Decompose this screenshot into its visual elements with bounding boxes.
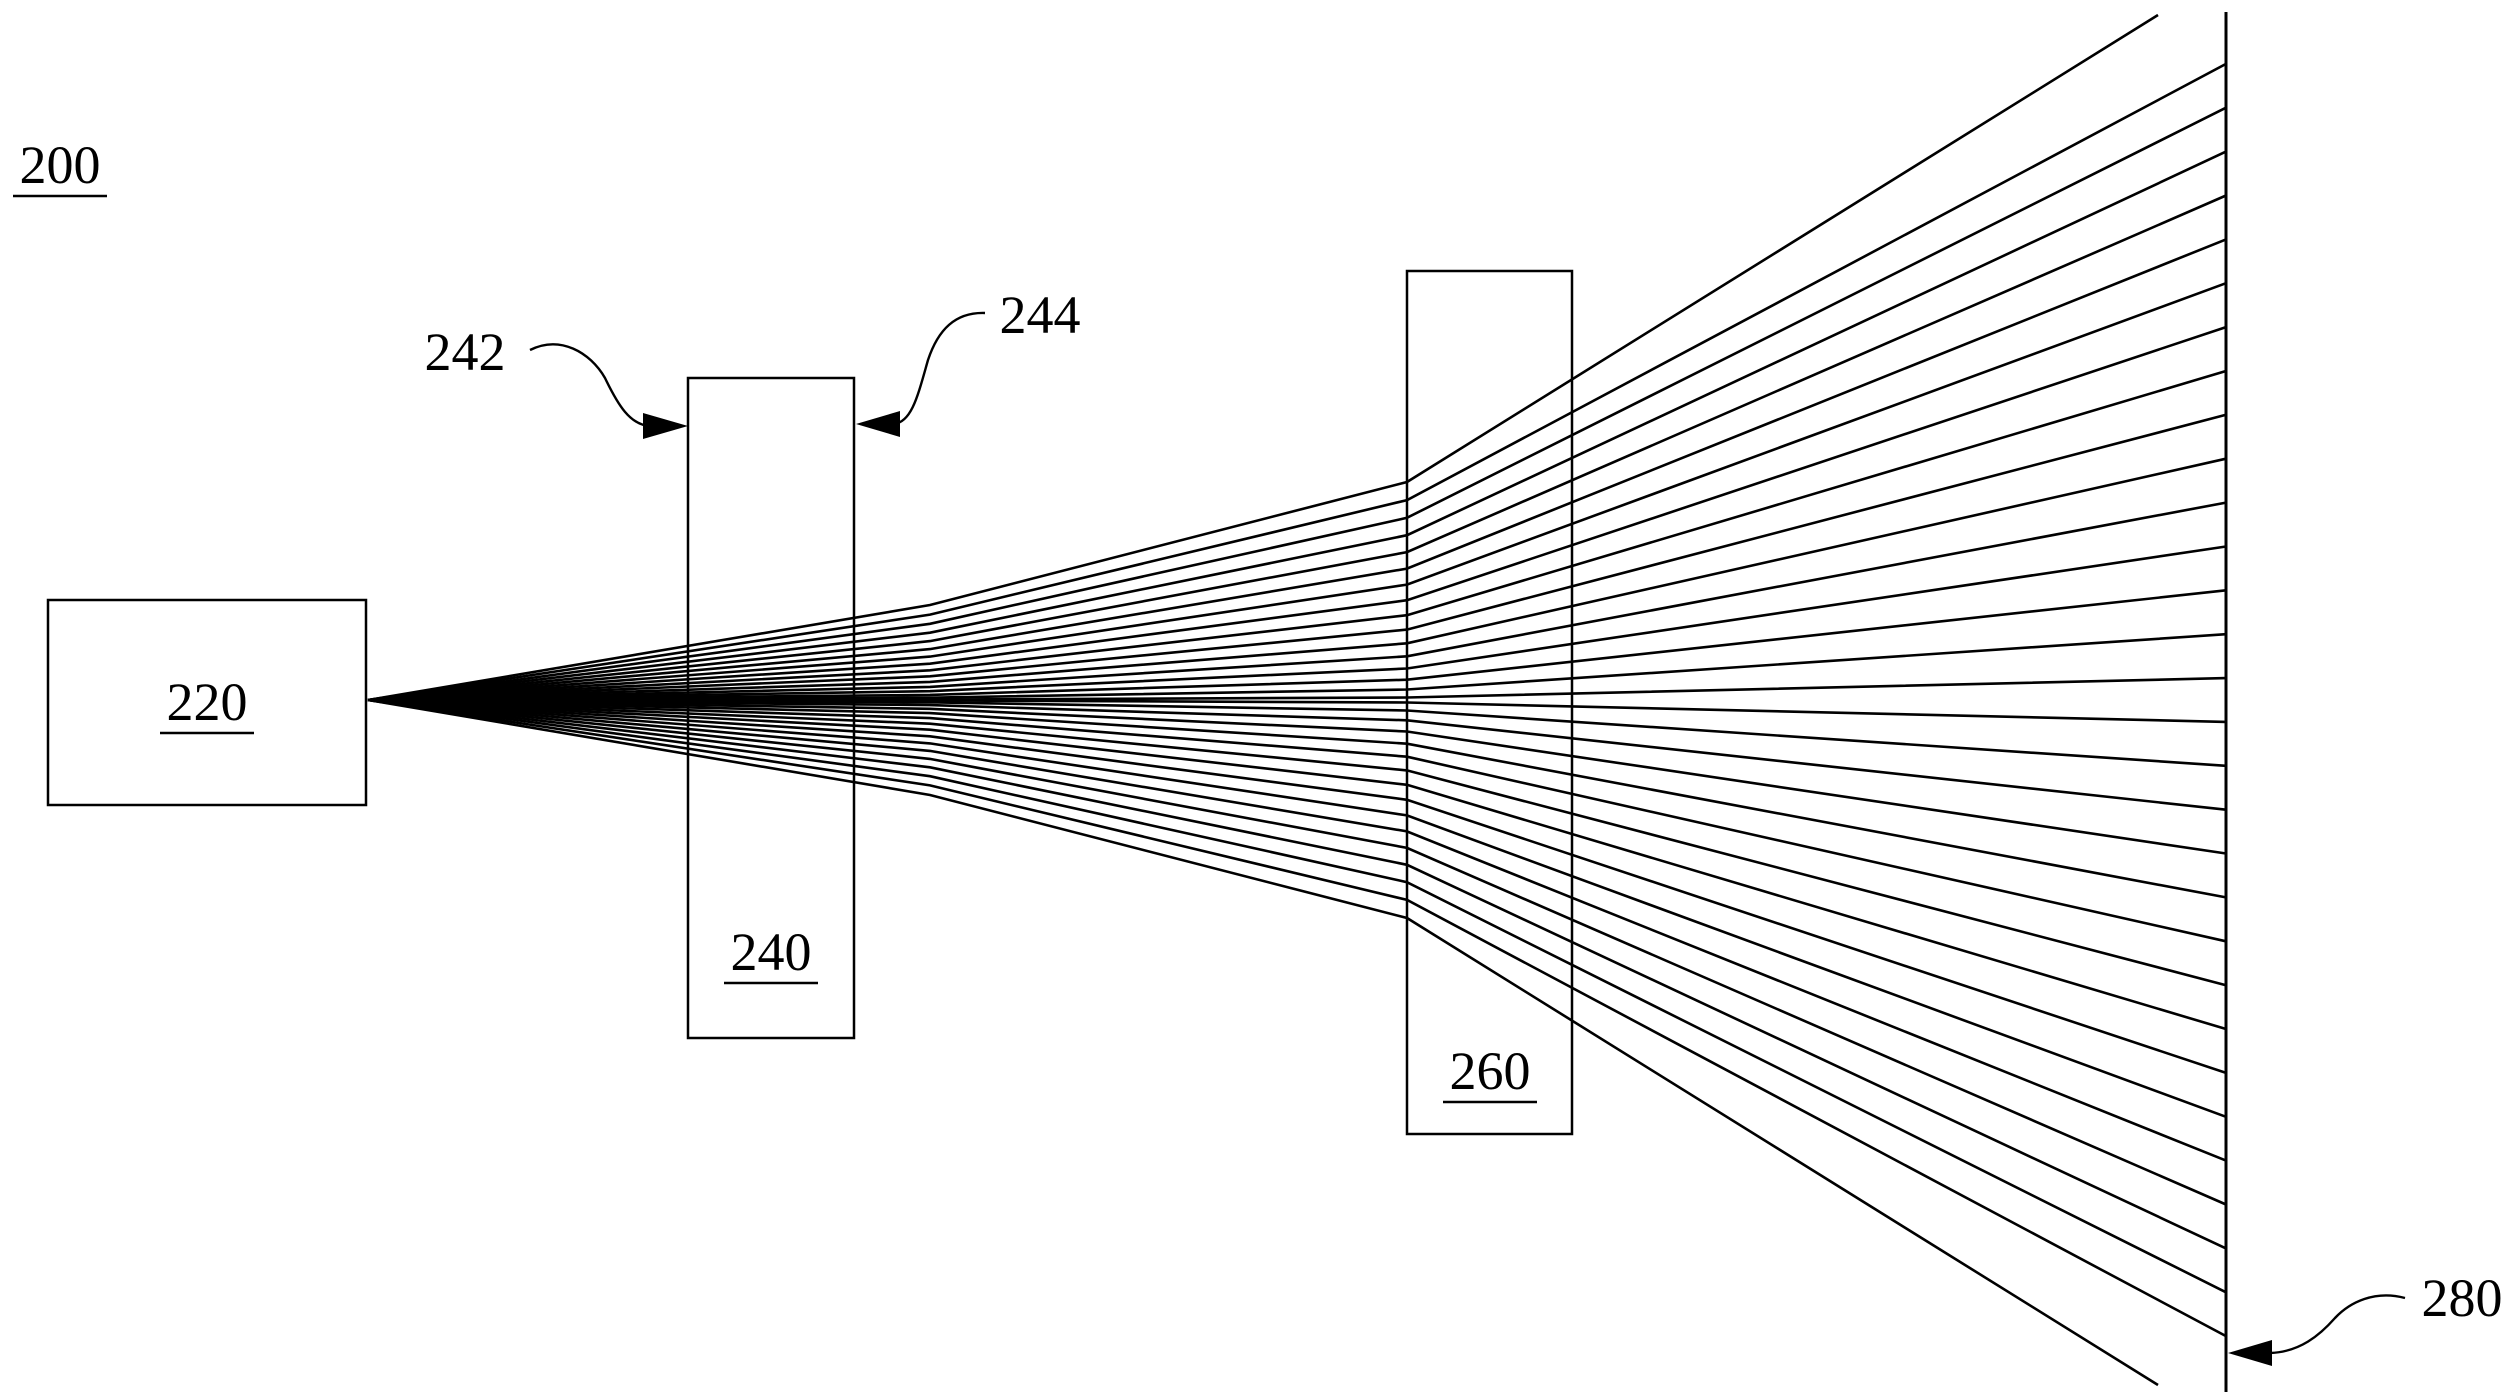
light-ray [367, 238, 2227, 702]
second-element-label: 260 [1450, 1041, 1531, 1101]
light-ray [367, 698, 2227, 987]
light-ray [367, 698, 2227, 943]
light-ray [367, 698, 2227, 1119]
second-optical-element [1405, 269, 1574, 1136]
figure-ref-label: 200 [20, 135, 101, 195]
entry-surface-leader [529, 343, 651, 428]
screen-arrowhead [2228, 1340, 2272, 1366]
light-ray [367, 325, 2227, 702]
light-ray [367, 413, 2227, 702]
light-ray [367, 545, 2227, 702]
exit-surface-arrowhead [856, 411, 900, 437]
light-ray [367, 698, 2159, 1387]
light-ray [367, 13, 2159, 702]
light-ray [367, 150, 2227, 702]
light-ray [367, 698, 2227, 1162]
light-ray [367, 698, 2227, 1294]
first-element-label: 240 [731, 922, 812, 982]
light-ray [367, 457, 2227, 702]
exit-surface-label: 244 [1000, 285, 1081, 345]
screen-label: 280 [2422, 1268, 2503, 1328]
first-optical-element [686, 376, 856, 1040]
light-ray [367, 589, 2227, 702]
light-source-label: 220 [167, 672, 248, 732]
exit-surface-leader [893, 311, 986, 426]
light-ray [367, 698, 2227, 811]
light-ray [367, 698, 2227, 1250]
light-rays [367, 13, 2227, 1387]
light-ray [367, 698, 2227, 1206]
entry-surface-arrowhead [643, 413, 688, 439]
light-ray [367, 698, 2227, 1031]
screen-leader [2269, 1294, 2406, 1355]
light-source-box [46, 598, 368, 807]
light-ray [367, 106, 2227, 702]
light-ray [367, 698, 2227, 1075]
light-ray [367, 369, 2227, 702]
light-ray [367, 698, 2227, 1338]
light-ray [367, 698, 2227, 768]
light-ray [367, 501, 2227, 702]
light-ray [367, 194, 2227, 702]
light-ray [367, 62, 2227, 702]
light-ray [367, 698, 2227, 855]
light-ray [367, 281, 2227, 702]
light-ray [367, 698, 2227, 899]
entry-surface-label: 242 [425, 322, 506, 382]
